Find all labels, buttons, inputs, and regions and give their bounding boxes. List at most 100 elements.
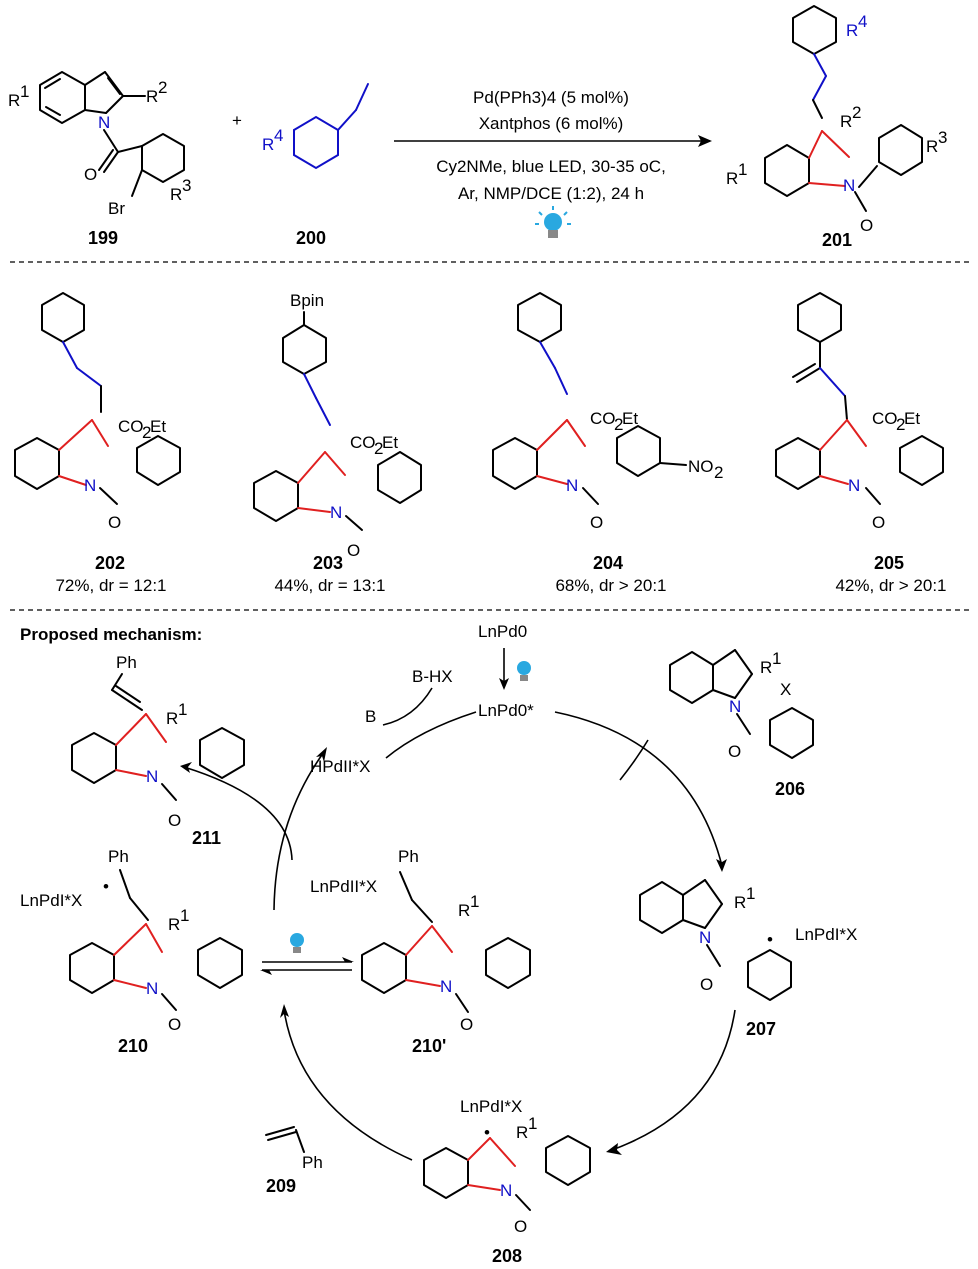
label-205: 205 <box>874 553 904 573</box>
light-bulb-icon-2 <box>290 933 304 953</box>
condition-1: Pd(PPh3)4 (5 mol%) <box>473 88 629 107</box>
pd0-label: LnPd0 <box>478 622 527 641</box>
svg-text:1: 1 <box>470 892 479 911</box>
svg-text:N: N <box>330 503 342 522</box>
condition-2: Xantphos (6 mol%) <box>479 114 624 133</box>
svg-text:2: 2 <box>896 415 905 434</box>
svg-text:R: R <box>146 87 158 106</box>
base-label: B <box>365 707 376 726</box>
svg-text:R: R <box>726 169 738 188</box>
svg-text:O: O <box>514 1217 527 1236</box>
svg-text:X: X <box>780 680 791 699</box>
label-201: 201 <box>822 230 852 250</box>
svg-text:R: R <box>458 901 470 920</box>
cycle-arc-left <box>273 751 325 911</box>
svg-text:O: O <box>108 513 121 532</box>
yield-202: 72%, dr = 12:1 <box>55 576 166 595</box>
svg-text:Et: Et <box>150 417 166 436</box>
svg-text:CO: CO <box>118 417 144 436</box>
pd2x-label: LnPdII*X <box>310 877 377 896</box>
svg-text:1: 1 <box>738 160 747 179</box>
svg-text:4: 4 <box>274 126 283 145</box>
svg-text:Br: Br <box>108 199 125 218</box>
svg-text:O: O <box>728 742 741 761</box>
svg-text:N: N <box>566 476 578 495</box>
cycle-arc-bottom-right <box>611 1009 736 1151</box>
cycle-arc-right <box>554 711 723 867</box>
svg-text:3: 3 <box>182 176 191 195</box>
svg-text:N: N <box>146 979 158 998</box>
mechanism-title: Proposed mechanism: <box>20 625 202 644</box>
svg-text:3: 3 <box>938 128 947 147</box>
svg-text:NO: NO <box>688 457 714 476</box>
svg-text:2: 2 <box>142 423 151 442</box>
base-arrow <box>382 687 433 726</box>
svg-text:N: N <box>98 113 110 132</box>
svg-text:O: O <box>84 165 97 184</box>
svg-text:O: O <box>860 216 873 235</box>
svg-text:•: • <box>103 877 109 896</box>
yield-203: 44%, dr = 13:1 <box>274 576 385 595</box>
svg-text:R: R <box>846 21 858 40</box>
pd0-excited-label: LnPd0* <box>478 701 534 720</box>
svg-text:O: O <box>590 513 603 532</box>
svg-text:N: N <box>843 176 855 195</box>
svg-text:O: O <box>872 513 885 532</box>
svg-text:1: 1 <box>178 700 187 719</box>
svg-text:1: 1 <box>20 82 29 101</box>
pd1x-label-207: LnPdI*X <box>795 925 857 944</box>
svg-text:N: N <box>729 697 741 716</box>
label-202: 202 <box>95 553 125 573</box>
svg-text:R: R <box>760 658 772 677</box>
svg-text:O: O <box>168 811 181 830</box>
ph-label-209: Ph <box>302 1153 323 1172</box>
equilibrium-arrows <box>260 933 354 975</box>
svg-text:1: 1 <box>180 906 189 925</box>
svg-text:•: • <box>484 1123 490 1142</box>
label-206: 206 <box>775 779 805 799</box>
pd1x-label-208: LnPdI*X <box>460 1097 522 1116</box>
label-208: 208 <box>492 1246 522 1266</box>
svg-text:CO: CO <box>350 433 376 452</box>
svg-text:R: R <box>166 709 178 728</box>
label-210: 210 <box>118 1036 148 1056</box>
ph-label-210p: Ph <box>398 847 419 866</box>
yield-205: 42%, dr > 20:1 <box>835 576 946 595</box>
svg-text:2: 2 <box>714 463 723 482</box>
svg-text:R: R <box>8 91 20 110</box>
svg-text:N: N <box>146 767 158 786</box>
svg-text:4: 4 <box>858 12 867 31</box>
svg-text:Et: Et <box>904 409 920 428</box>
hydride-label: HPdII*X <box>310 757 370 776</box>
svg-text:R: R <box>734 893 746 912</box>
base-salt-label: B-HX <box>412 667 453 686</box>
pd1x-label-210: LnPdI*X <box>20 891 82 910</box>
svg-text:O: O <box>347 541 360 560</box>
label-209: 209 <box>266 1176 296 1196</box>
svg-text:CO: CO <box>590 409 616 428</box>
svg-text:•: • <box>767 930 773 949</box>
light-bulb-icon <box>517 661 531 681</box>
label-210p: 210' <box>412 1036 446 1056</box>
svg-text:1: 1 <box>528 1114 537 1133</box>
blue-led-icon <box>535 206 571 238</box>
condition-4: Ar, NMP/DCE (1:2), 24 h <box>458 184 644 203</box>
svg-text:N: N <box>84 476 96 495</box>
svg-text:2: 2 <box>158 78 167 97</box>
svg-text:R: R <box>262 135 274 154</box>
label-204: 204 <box>593 553 623 573</box>
svg-text:Et: Et <box>382 433 398 452</box>
svg-text:2: 2 <box>374 439 383 458</box>
svg-text:O: O <box>168 1015 181 1034</box>
